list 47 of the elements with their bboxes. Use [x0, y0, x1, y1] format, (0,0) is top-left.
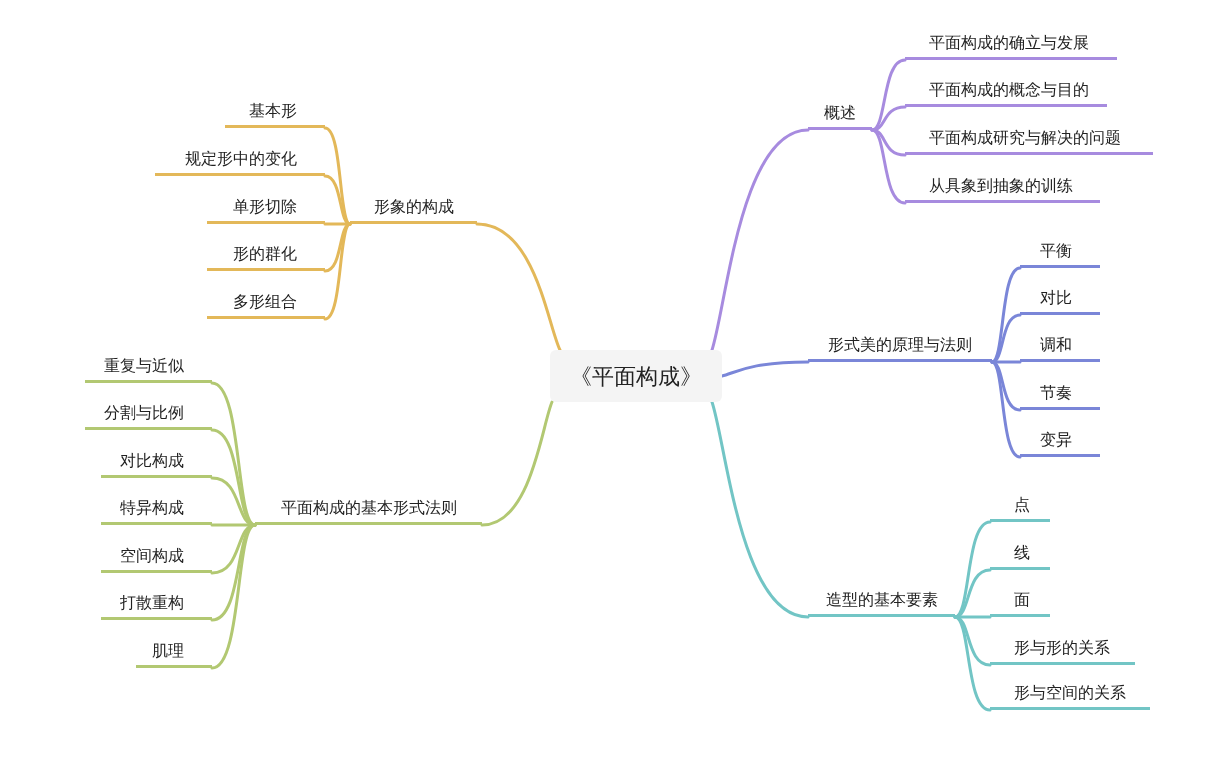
node-label: 肌理 — [152, 642, 184, 659]
node-label: 概述 — [824, 104, 856, 121]
branch-line — [990, 313, 1022, 364]
branch-line — [323, 174, 352, 226]
branch-line — [323, 222, 352, 321]
node-label: 形式美的原理与法则 — [828, 336, 972, 353]
node-label: 点 — [1014, 496, 1030, 513]
node-label: 平面构成的概念与目的 — [929, 81, 1089, 98]
branch-line — [953, 568, 992, 619]
branch-line — [990, 360, 1022, 459]
branch-line — [710, 128, 810, 352]
node-label: 面 — [1014, 591, 1030, 608]
node-label: 节奏 — [1040, 384, 1072, 401]
node-label: 空间构成 — [120, 547, 184, 564]
node-label: 平面构成的基本形式法则 — [280, 499, 457, 516]
node-label: 基本形 — [249, 102, 297, 119]
node-label: 形与形的关系 — [1014, 639, 1110, 656]
node-label: 多形组合 — [233, 293, 297, 310]
branch-line — [870, 128, 907, 205]
node-label: 对比 — [1040, 289, 1072, 306]
node-label: 形的群化 — [233, 245, 297, 262]
central-topic-box — [550, 350, 722, 402]
node-label: 线 — [1014, 544, 1030, 561]
node-label: 造型的基本要素 — [825, 591, 938, 608]
branch-line — [475, 222, 562, 352]
node-label: 重复与近似 — [104, 357, 184, 374]
node-label: 打散重构 — [120, 594, 184, 611]
branch-line — [480, 400, 554, 527]
node-label: 《平面构成》 — [570, 362, 702, 391]
node-label: 形与空间的关系 — [1014, 684, 1126, 701]
node-label: 规定形中的变化 — [185, 150, 297, 167]
branch-line — [870, 105, 907, 132]
branch-line — [953, 615, 992, 712]
node-label: 单形切除 — [233, 198, 297, 215]
node-label: 平衡 — [1040, 242, 1072, 259]
node-label: 变异 — [1040, 431, 1072, 448]
node-label: 从具象到抽象的训练 — [929, 177, 1073, 194]
node-label: 特异构成 — [120, 499, 184, 516]
branch-line — [710, 400, 810, 619]
node-label: 分割与比例 — [104, 404, 184, 421]
node-label: 调和 — [1040, 336, 1072, 353]
node-label: 形象的构成 — [373, 198, 454, 215]
node-label: 平面构成研究与解决的问题 — [929, 129, 1121, 146]
node-label: 对比构成 — [120, 452, 184, 469]
branch-line — [210, 523, 257, 670]
node-label: 平面构成的确立与发展 — [929, 34, 1089, 51]
branch-line — [720, 360, 810, 378]
